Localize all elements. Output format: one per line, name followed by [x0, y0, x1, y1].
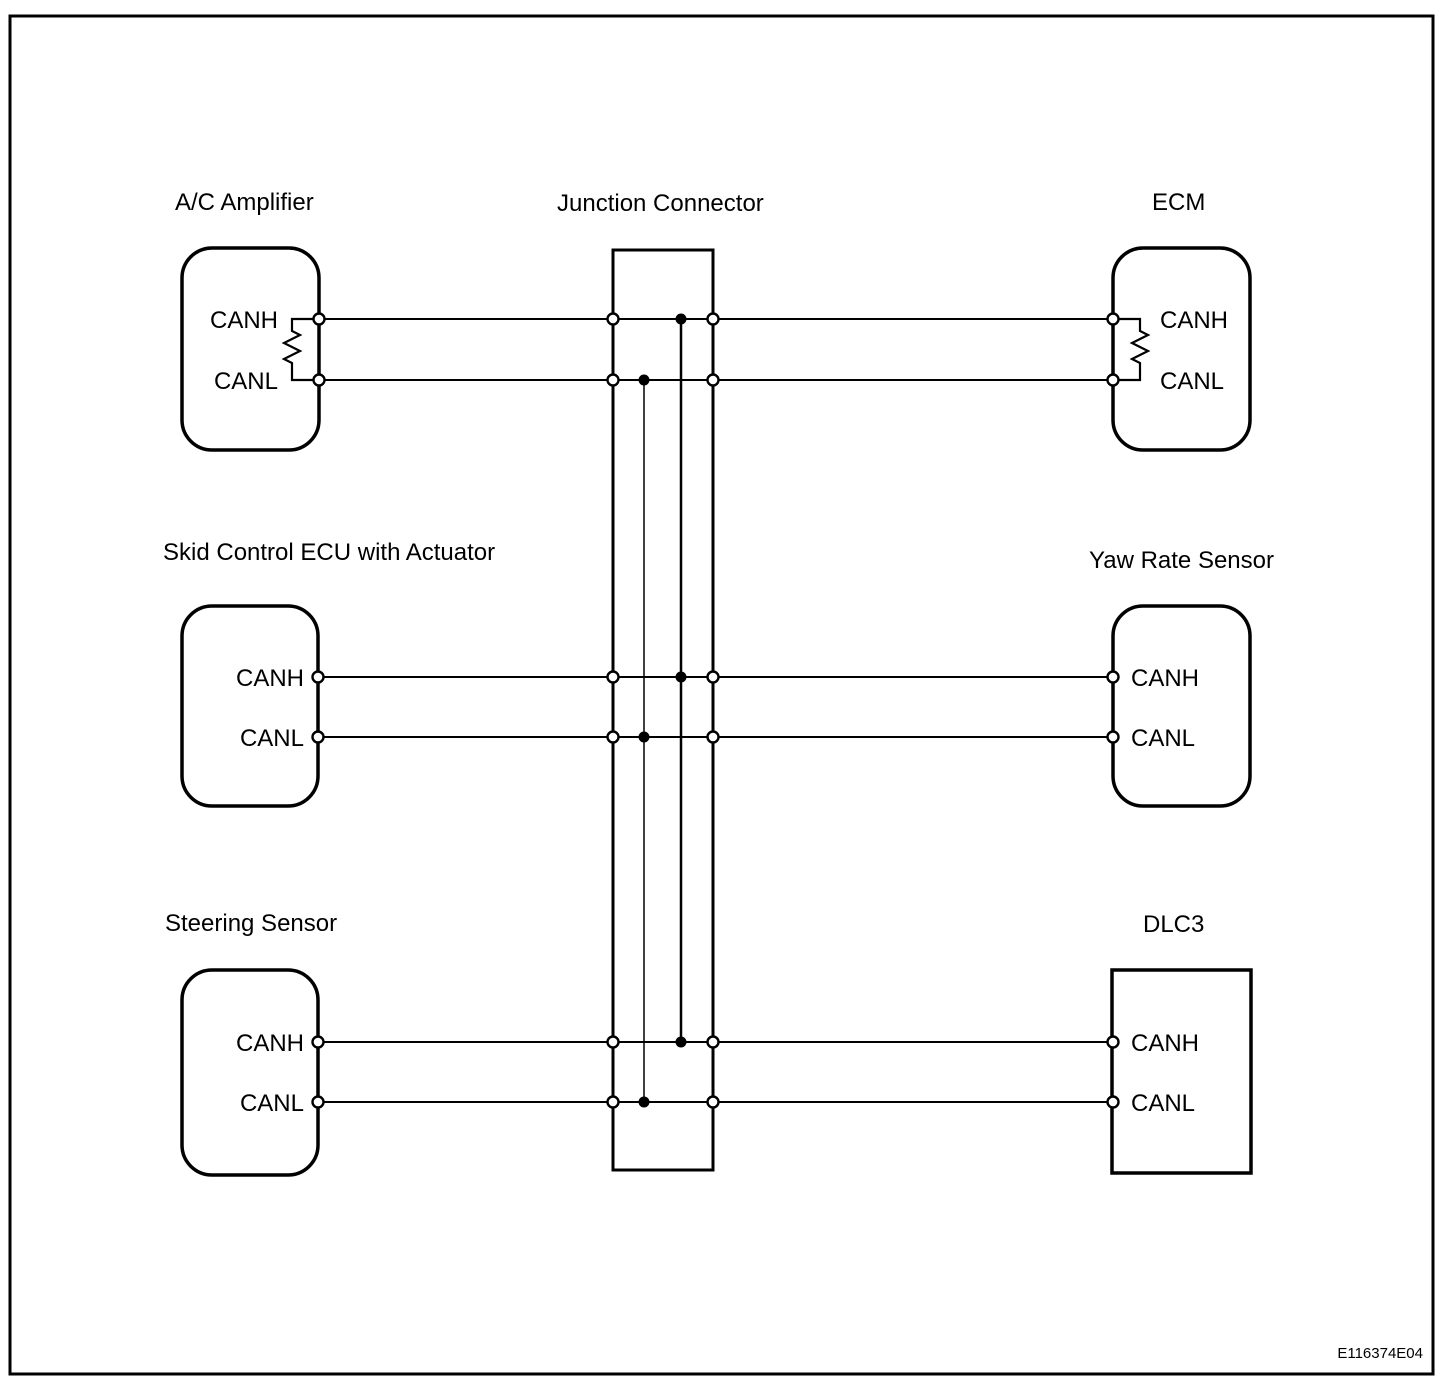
dlc3-label: DLC3 [1143, 911, 1204, 938]
dlc3-box [1110, 968, 1253, 1175]
junction-terminal-node [606, 1035, 620, 1049]
terminal-node [1106, 1035, 1120, 1049]
yaw-rate-sensor-label: Yaw Rate Sensor [1089, 547, 1274, 574]
ecm-label: ECM [1152, 189, 1205, 216]
skid-control-ecu-label: Skid Control ECU with Actuator [163, 539, 495, 566]
junction-terminal-node [606, 1095, 620, 1109]
diagram-frame [8, 14, 1435, 1376]
junction-terminal-node [706, 730, 720, 744]
skid-control-ecu-canl-pin-label: CANL [240, 725, 304, 752]
junction-terminal-node [606, 312, 620, 326]
terminal-node [312, 312, 326, 326]
bus-tap-dot [675, 313, 687, 325]
junction-connector-box [611, 248, 715, 1172]
ecm-canl-pin-label: CANL [1160, 368, 1224, 395]
junction-connector-label: Junction Connector [557, 190, 764, 217]
yaw-rate-sensor-box [1111, 604, 1252, 808]
terminal-node [311, 670, 325, 684]
terminal-node [311, 730, 325, 744]
junction-terminal-node [706, 670, 720, 684]
terminal-node [312, 373, 326, 387]
terminal-node [1106, 670, 1120, 684]
terminal-node [311, 1095, 325, 1109]
yaw-rate-sensor-canl-pin-label: CANL [1131, 725, 1195, 752]
steering-sensor-canh-pin-label: CANH [236, 1030, 304, 1057]
ac-amplifier-label: A/C Amplifier [175, 189, 314, 216]
ecm-box [1111, 246, 1252, 452]
junction-terminal-node [606, 373, 620, 387]
junction-terminal-node [706, 312, 720, 326]
terminal-node [1106, 1095, 1120, 1109]
bus-tap-dot [638, 1096, 650, 1108]
terminal-node [1106, 312, 1120, 326]
dlc3-canl-pin-label: CANL [1131, 1090, 1195, 1117]
bus-tap-dot [638, 731, 650, 743]
junction-terminal-node [606, 670, 620, 684]
bus-tap-dot [638, 374, 650, 386]
bus-tap-dot [675, 671, 687, 683]
junction-terminal-node [706, 373, 720, 387]
ac-amplifier-canh-pin-label: CANH [210, 307, 278, 334]
skid-control-ecu-box [180, 604, 320, 808]
junction-terminal-node [606, 730, 620, 744]
terminal-node [311, 1035, 325, 1049]
ecm-terminating-resistor-icon [1113, 317, 1151, 382]
junction-terminal-node [706, 1095, 720, 1109]
bus-tap-dot [675, 1036, 687, 1048]
terminal-node [1106, 730, 1120, 744]
ecm-canh-pin-label: CANH [1160, 307, 1228, 334]
ac-amplifier-terminating-resistor-icon [281, 317, 319, 382]
steering-sensor-label: Steering Sensor [165, 910, 337, 937]
figure-code: E116374E04 [1337, 1345, 1423, 1362]
steering-sensor-box [180, 968, 320, 1177]
skid-control-ecu-canh-pin-label: CANH [236, 665, 304, 692]
terminal-node [1106, 373, 1120, 387]
ac-amplifier-box [180, 246, 321, 452]
junction-terminal-node [706, 1035, 720, 1049]
yaw-rate-sensor-canh-pin-label: CANH [1131, 665, 1199, 692]
steering-sensor-canl-pin-label: CANL [240, 1090, 304, 1117]
ac-amplifier-canl-pin-label: CANL [214, 368, 278, 395]
dlc3-canh-pin-label: CANH [1131, 1030, 1199, 1057]
